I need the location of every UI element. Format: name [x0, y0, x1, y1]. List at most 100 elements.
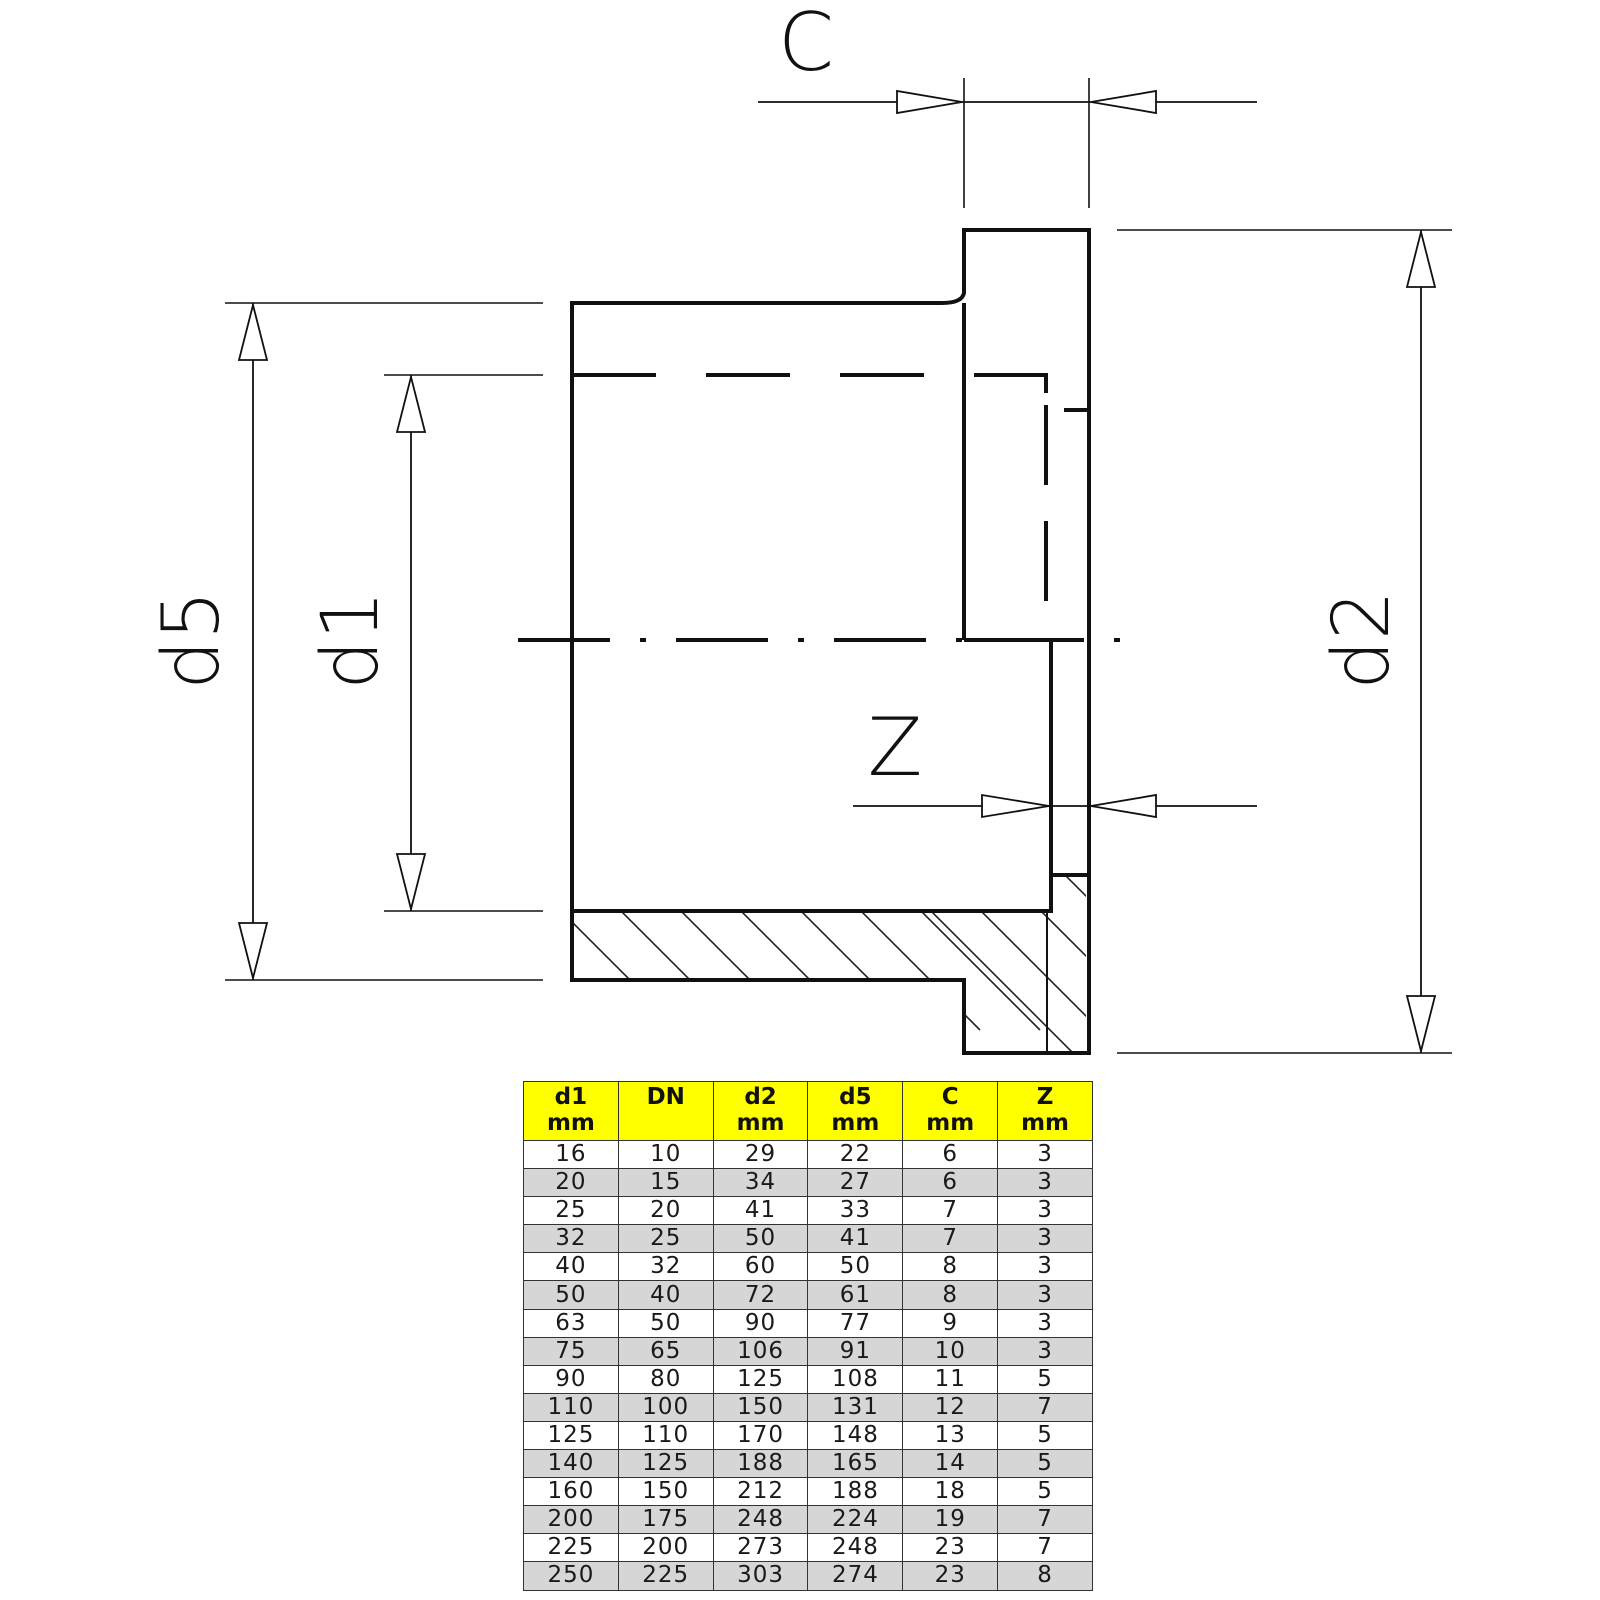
- table-cell: 91: [807, 1336, 904, 1366]
- table-cell: 110: [617, 1420, 714, 1451]
- dimension-z: [853, 793, 1257, 819]
- table-cell: 29: [712, 1139, 809, 1170]
- table-cell: 77: [807, 1308, 904, 1338]
- table-cell: 106: [712, 1336, 809, 1366]
- label-c: C: [778, 0, 834, 89]
- column-unit: mm: [546, 1110, 595, 1136]
- table-cell: 160: [523, 1477, 619, 1507]
- table-cell: 20: [617, 1196, 714, 1226]
- table-cell: 50: [617, 1308, 714, 1338]
- table-cell: 125: [523, 1420, 619, 1451]
- table-cell: 50: [807, 1252, 904, 1282]
- label-d1: d1: [306, 590, 396, 689]
- table-cell: 18: [902, 1477, 999, 1507]
- table-cell: 7: [902, 1224, 999, 1254]
- table-cell: 50: [712, 1224, 809, 1254]
- label-z: Z: [868, 701, 923, 794]
- technical-drawing: C Z d5 d1 d2: [147, 0, 1452, 1055]
- table-cell: 125: [712, 1364, 809, 1394]
- column-name: Z: [1036, 1084, 1054, 1110]
- table-cell: 27: [807, 1168, 904, 1198]
- table-cell: 90: [712, 1308, 809, 1338]
- column-unit: mm: [831, 1110, 880, 1136]
- table-cell: 61: [807, 1280, 904, 1310]
- table-cell: 10: [617, 1139, 714, 1170]
- dimension-c: [758, 89, 1257, 115]
- table-cell: 224: [807, 1505, 904, 1535]
- table-cell: 40: [523, 1252, 619, 1282]
- table-cell: 75: [523, 1336, 619, 1366]
- table-cell: 170: [712, 1420, 809, 1451]
- hidden-lines: [572, 373, 1089, 605]
- table-cell: 3: [997, 1196, 1093, 1226]
- column-header-dn: DN: [617, 1081, 714, 1141]
- table-cell: 10: [902, 1336, 999, 1366]
- table-cell: 274: [807, 1561, 904, 1591]
- table-cell: 212: [712, 1477, 809, 1507]
- table-cell: 7: [997, 1533, 1093, 1563]
- table-cell: 11: [902, 1364, 999, 1394]
- table-cell: 131: [807, 1392, 904, 1422]
- table-cell: 200: [523, 1505, 619, 1535]
- table-cell: 3: [997, 1252, 1093, 1282]
- table-cell: 22: [807, 1139, 904, 1170]
- table-cell: 125: [617, 1449, 714, 1479]
- table-cell: 5: [997, 1449, 1093, 1479]
- label-d2: d2: [1317, 590, 1407, 689]
- table-cell: 32: [523, 1224, 619, 1254]
- table-cell: 108: [807, 1364, 904, 1394]
- label-d5: d5: [147, 590, 237, 689]
- table-cell: 140: [523, 1449, 619, 1479]
- column-name: C: [941, 1084, 959, 1110]
- table-cell: 175: [617, 1505, 714, 1535]
- table-cell: 150: [712, 1392, 809, 1422]
- dimension-d5: [237, 303, 269, 980]
- table-cell: 248: [807, 1533, 904, 1563]
- table-cell: 33: [807, 1196, 904, 1226]
- table-cell: 41: [712, 1196, 809, 1226]
- table-cell: 6: [902, 1139, 999, 1170]
- column-unit: mm: [926, 1110, 975, 1136]
- table-cell: 250: [523, 1561, 619, 1591]
- table-cell: 3: [997, 1139, 1093, 1170]
- table-cell: 23: [902, 1533, 999, 1563]
- table-cell: 34: [712, 1168, 809, 1198]
- table-cell: 3: [997, 1168, 1093, 1198]
- table-cell: 23: [902, 1561, 999, 1591]
- table-cell: 3: [997, 1336, 1093, 1366]
- table-cell: 65: [617, 1336, 714, 1366]
- dimension-d1: [395, 375, 427, 911]
- table-cell: 3: [997, 1224, 1093, 1254]
- table-cell: 148: [807, 1420, 904, 1451]
- table-cell: 3: [997, 1308, 1093, 1338]
- table-cell: 3: [997, 1280, 1093, 1310]
- table-cell: 6: [902, 1168, 999, 1198]
- table-cell: 25: [523, 1196, 619, 1226]
- dimension-d2: [1405, 230, 1437, 1053]
- table-cell: 5: [997, 1420, 1093, 1451]
- table-cell: 110: [523, 1392, 619, 1422]
- column-unit: mm: [1021, 1110, 1070, 1136]
- column-unit: mm: [736, 1110, 785, 1136]
- table-cell: 5: [997, 1364, 1093, 1394]
- table-cell: 41: [807, 1224, 904, 1254]
- table-cell: 40: [617, 1280, 714, 1310]
- table-cell: 80: [617, 1364, 714, 1394]
